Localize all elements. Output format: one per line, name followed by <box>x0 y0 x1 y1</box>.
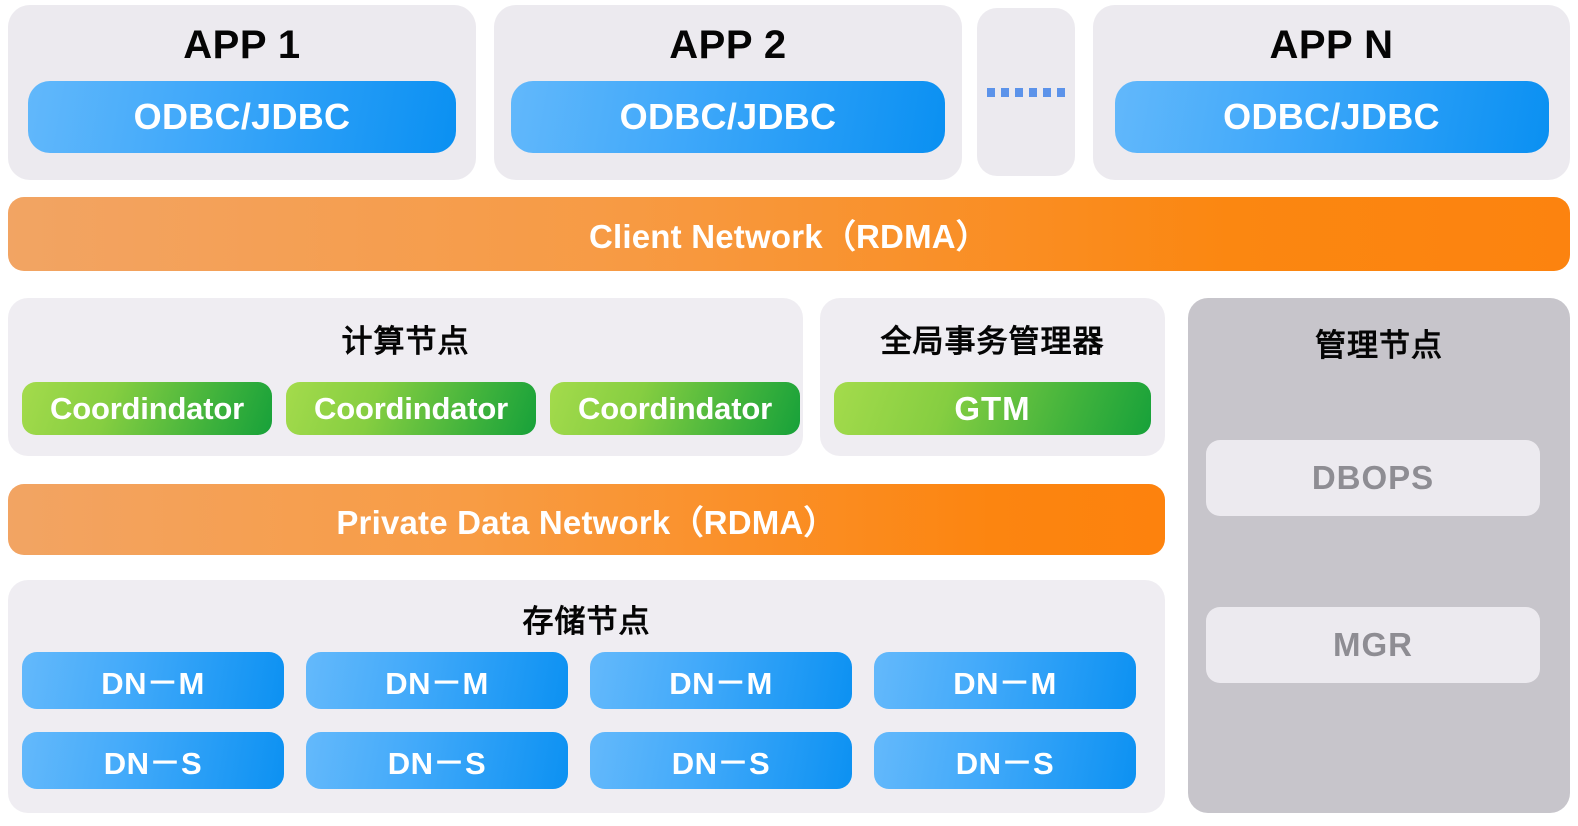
app-title: APP N <box>1269 23 1394 67</box>
gtm-pill[interactable]: GTM <box>834 382 1151 435</box>
compute-nodes-title: 计算节点 <box>341 324 470 359</box>
gtm-title: 全局事务管理器 <box>880 324 1105 359</box>
private-data-network-bar: Private Data Network（RDMA） <box>8 484 1165 555</box>
mgr-pill[interactable]: MGR <box>1206 607 1540 683</box>
dn-slave-pill[interactable]: DN－S <box>306 732 568 789</box>
app-title: APP 1 <box>183 23 301 67</box>
dn-slave-pill[interactable]: DN－S <box>590 732 852 789</box>
dn-slave-pill[interactable]: DN－S <box>874 732 1136 789</box>
ellipsis-dots-icon <box>987 87 1065 97</box>
odbc-jdbc-pill[interactable]: ODBC/JDBC <box>511 81 945 153</box>
coordinator-pill[interactable]: Coordindator <box>550 382 800 435</box>
odbc-jdbc-pill[interactable]: ODBC/JDBC <box>28 81 456 153</box>
odbc-jdbc-pill[interactable]: ODBC/JDBC <box>1114 81 1549 153</box>
dn-master-pill[interactable]: DN－M <box>22 652 284 709</box>
dn-master-pill[interactable]: DN－M <box>590 652 852 709</box>
management-node-title: 管理节点 <box>1315 328 1443 363</box>
storage-nodes-title: 存储节点 <box>522 604 651 639</box>
storage-nodes-panel: 存储节点 DN－M DN－M DN－M DN－M DN－S DN－S DN－S … <box>8 580 1165 813</box>
dn-master-pill[interactable]: DN－M <box>306 652 568 709</box>
dn-master-pill[interactable]: DN－M <box>874 652 1136 709</box>
coordinator-pill[interactable]: Coordindator <box>286 382 536 435</box>
app-card-n[interactable]: APP N ODBC/JDBC <box>1093 5 1570 180</box>
app-continuation-card <box>977 8 1075 176</box>
app-card-2[interactable]: APP 2 ODBC/JDBC <box>494 5 962 180</box>
compute-nodes-panel: 计算节点 Coordindator Coordindator Coordinda… <box>8 298 803 456</box>
dbops-pill[interactable]: DBOPS <box>1206 440 1540 516</box>
dn-slave-pill[interactable]: DN－S <box>22 732 284 789</box>
management-node-panel: 管理节点 DBOPS MGR <box>1188 298 1570 813</box>
client-network-bar: Client Network（RDMA） <box>8 197 1570 271</box>
app-card-1[interactable]: APP 1 ODBC/JDBC <box>8 5 476 180</box>
coordinator-pill[interactable]: Coordindator <box>22 382 272 435</box>
app-title: APP 2 <box>669 23 787 67</box>
gtm-panel: 全局事务管理器 GTM <box>820 298 1165 456</box>
